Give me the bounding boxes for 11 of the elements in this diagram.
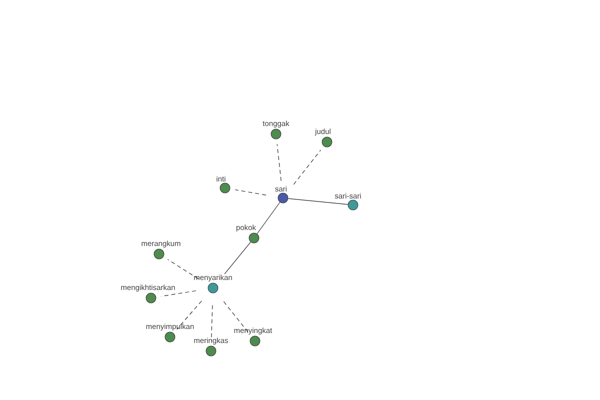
dashed-edge — [293, 150, 321, 185]
dashed-edge — [223, 301, 249, 334]
dashed-edge — [234, 189, 266, 196]
edge — [288, 198, 348, 205]
dashed-edge — [211, 304, 213, 342]
edge — [224, 242, 251, 274]
dashed-edge — [160, 290, 196, 297]
edge — [256, 202, 280, 234]
dashed-edge — [176, 300, 202, 330]
dashed-edge — [167, 259, 199, 280]
dashed-edge — [276, 144, 282, 182]
